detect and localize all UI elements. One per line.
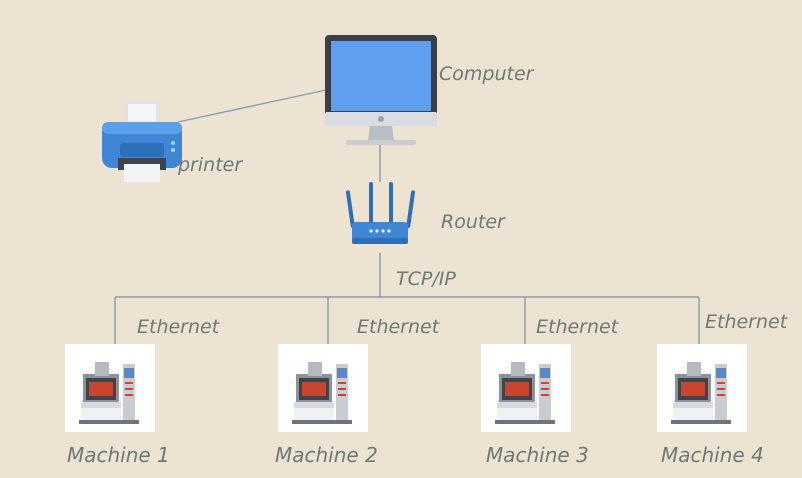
cnc-machine-icon <box>671 362 731 424</box>
router-label: Router <box>441 211 505 233</box>
ethernet-label-3: Ethernet <box>536 316 619 338</box>
machine-card-2 <box>278 344 368 432</box>
machine-card-3 <box>481 344 571 432</box>
connection-lines <box>114 89 700 345</box>
computer-monitor-icon <box>325 35 437 145</box>
machine-label-3: Machine 3 <box>486 443 589 467</box>
printer-label: printer <box>178 154 243 176</box>
printer-to-computer-line <box>177 89 327 123</box>
cnc-machine-icon <box>495 362 555 424</box>
computer-label: Computer <box>439 63 534 85</box>
ethernet-label-2: Ethernet <box>357 316 440 338</box>
machine-card-1 <box>65 344 155 432</box>
ethernet-label-4: Ethernet <box>705 311 788 333</box>
machine-label-4: Machine 4 <box>661 443 764 467</box>
machine-label-2: Machine 2 <box>275 443 378 467</box>
ethernet-label-1: Ethernet <box>137 316 220 338</box>
machine-label-1: Machine 1 <box>67 443 170 467</box>
cnc-machine-icon <box>292 362 352 424</box>
printer-icon <box>102 102 182 182</box>
tcp-ip-label: TCP/IP <box>396 268 456 290</box>
cnc-machine-icon <box>79 362 139 424</box>
machine-card-4 <box>657 344 747 432</box>
router-icon <box>345 182 416 244</box>
